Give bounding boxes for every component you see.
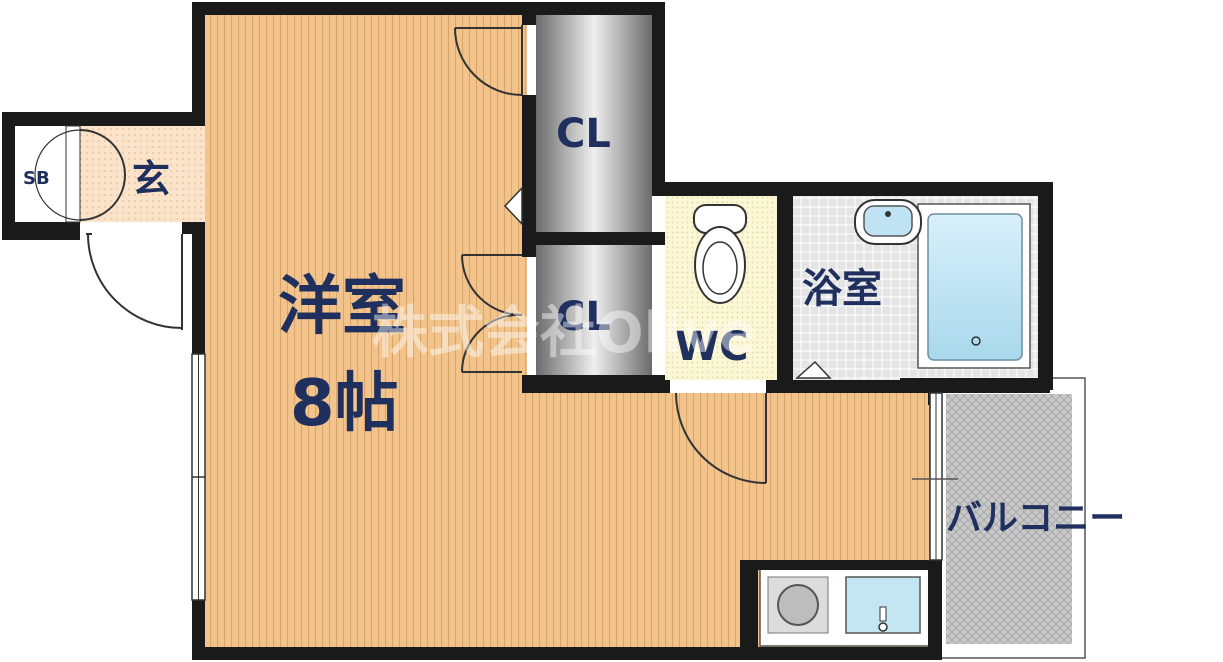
shoe-box-label: SB xyxy=(23,168,50,189)
entrance-window xyxy=(65,125,81,223)
walls xyxy=(2,2,1053,660)
doors xyxy=(34,25,767,484)
toilet-icon xyxy=(693,204,747,304)
western-room-label: 洋室 xyxy=(278,270,406,344)
watermark: 株式会社Olive xyxy=(372,301,756,366)
closet-upper-label: CL xyxy=(556,111,611,157)
entrance xyxy=(15,126,205,222)
stove-icon xyxy=(767,576,829,634)
entrance-label: 玄 xyxy=(132,157,170,201)
balcony xyxy=(929,377,1086,659)
balcony-label: バルコニー xyxy=(946,498,1125,539)
kitchen xyxy=(759,567,931,647)
western-room xyxy=(205,15,938,647)
sink-icon xyxy=(845,576,921,634)
balcony-sliding-door xyxy=(912,392,958,561)
bathtub-icon xyxy=(917,203,1031,369)
bathroom-label: 浴室 xyxy=(802,266,882,312)
closet-lower-label: CL xyxy=(556,294,611,340)
window-left xyxy=(191,353,206,601)
closet-lower xyxy=(536,245,652,377)
toilet-label: WC xyxy=(675,324,748,370)
washbasin-icon xyxy=(854,199,922,245)
toilet-room xyxy=(665,196,777,380)
western-room-size-label: 8帖 xyxy=(290,367,399,441)
bathroom xyxy=(793,196,1038,380)
closet-upper xyxy=(536,15,652,232)
